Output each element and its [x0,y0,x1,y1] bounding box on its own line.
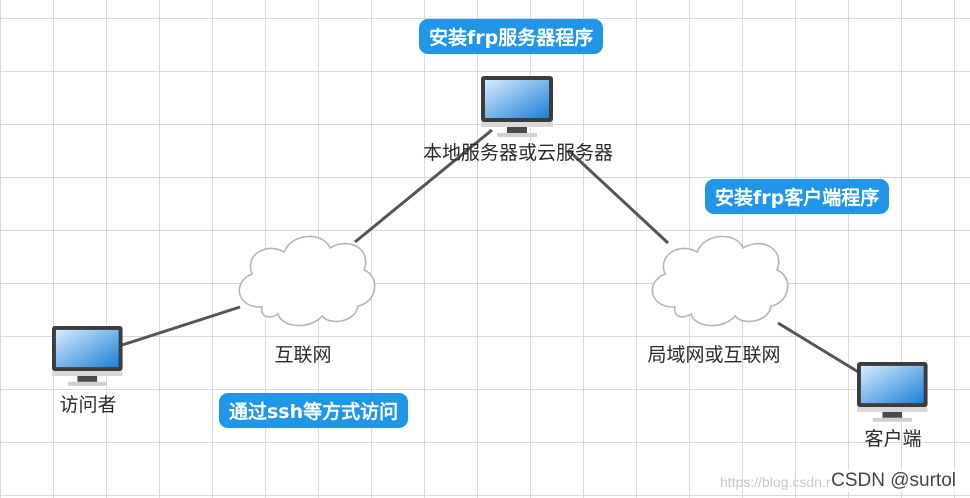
lan-label: 局域网或互联网 [647,344,781,366]
lan-cloud [651,235,789,327]
server-install-callout: 安装frp服务器程序 [419,19,604,54]
client-label: 客户端 [864,428,922,450]
link-internet-server [354,128,493,244]
client-monitor-icon [857,362,928,422]
server-label: 本地服务器或云服务器 [422,142,614,164]
client-install-callout: 安装frp客户端程序 [705,179,890,214]
internet-cloud [238,235,376,327]
ssh-access-callout: 通过ssh等方式访问 [219,393,409,428]
watermark-csdn: CSDN @surtol [831,470,956,492]
link-server-lan [566,148,670,245]
link-lan-client [777,321,861,375]
watermark-url: https://blog.csdn.net/ [720,474,850,490]
visitor-monitor-icon [52,326,123,386]
server-monitor-icon [481,76,553,137]
internet-label: 互联网 [274,344,332,366]
link-visitor-internet [121,305,241,347]
visitor-label: 访问者 [59,394,117,416]
